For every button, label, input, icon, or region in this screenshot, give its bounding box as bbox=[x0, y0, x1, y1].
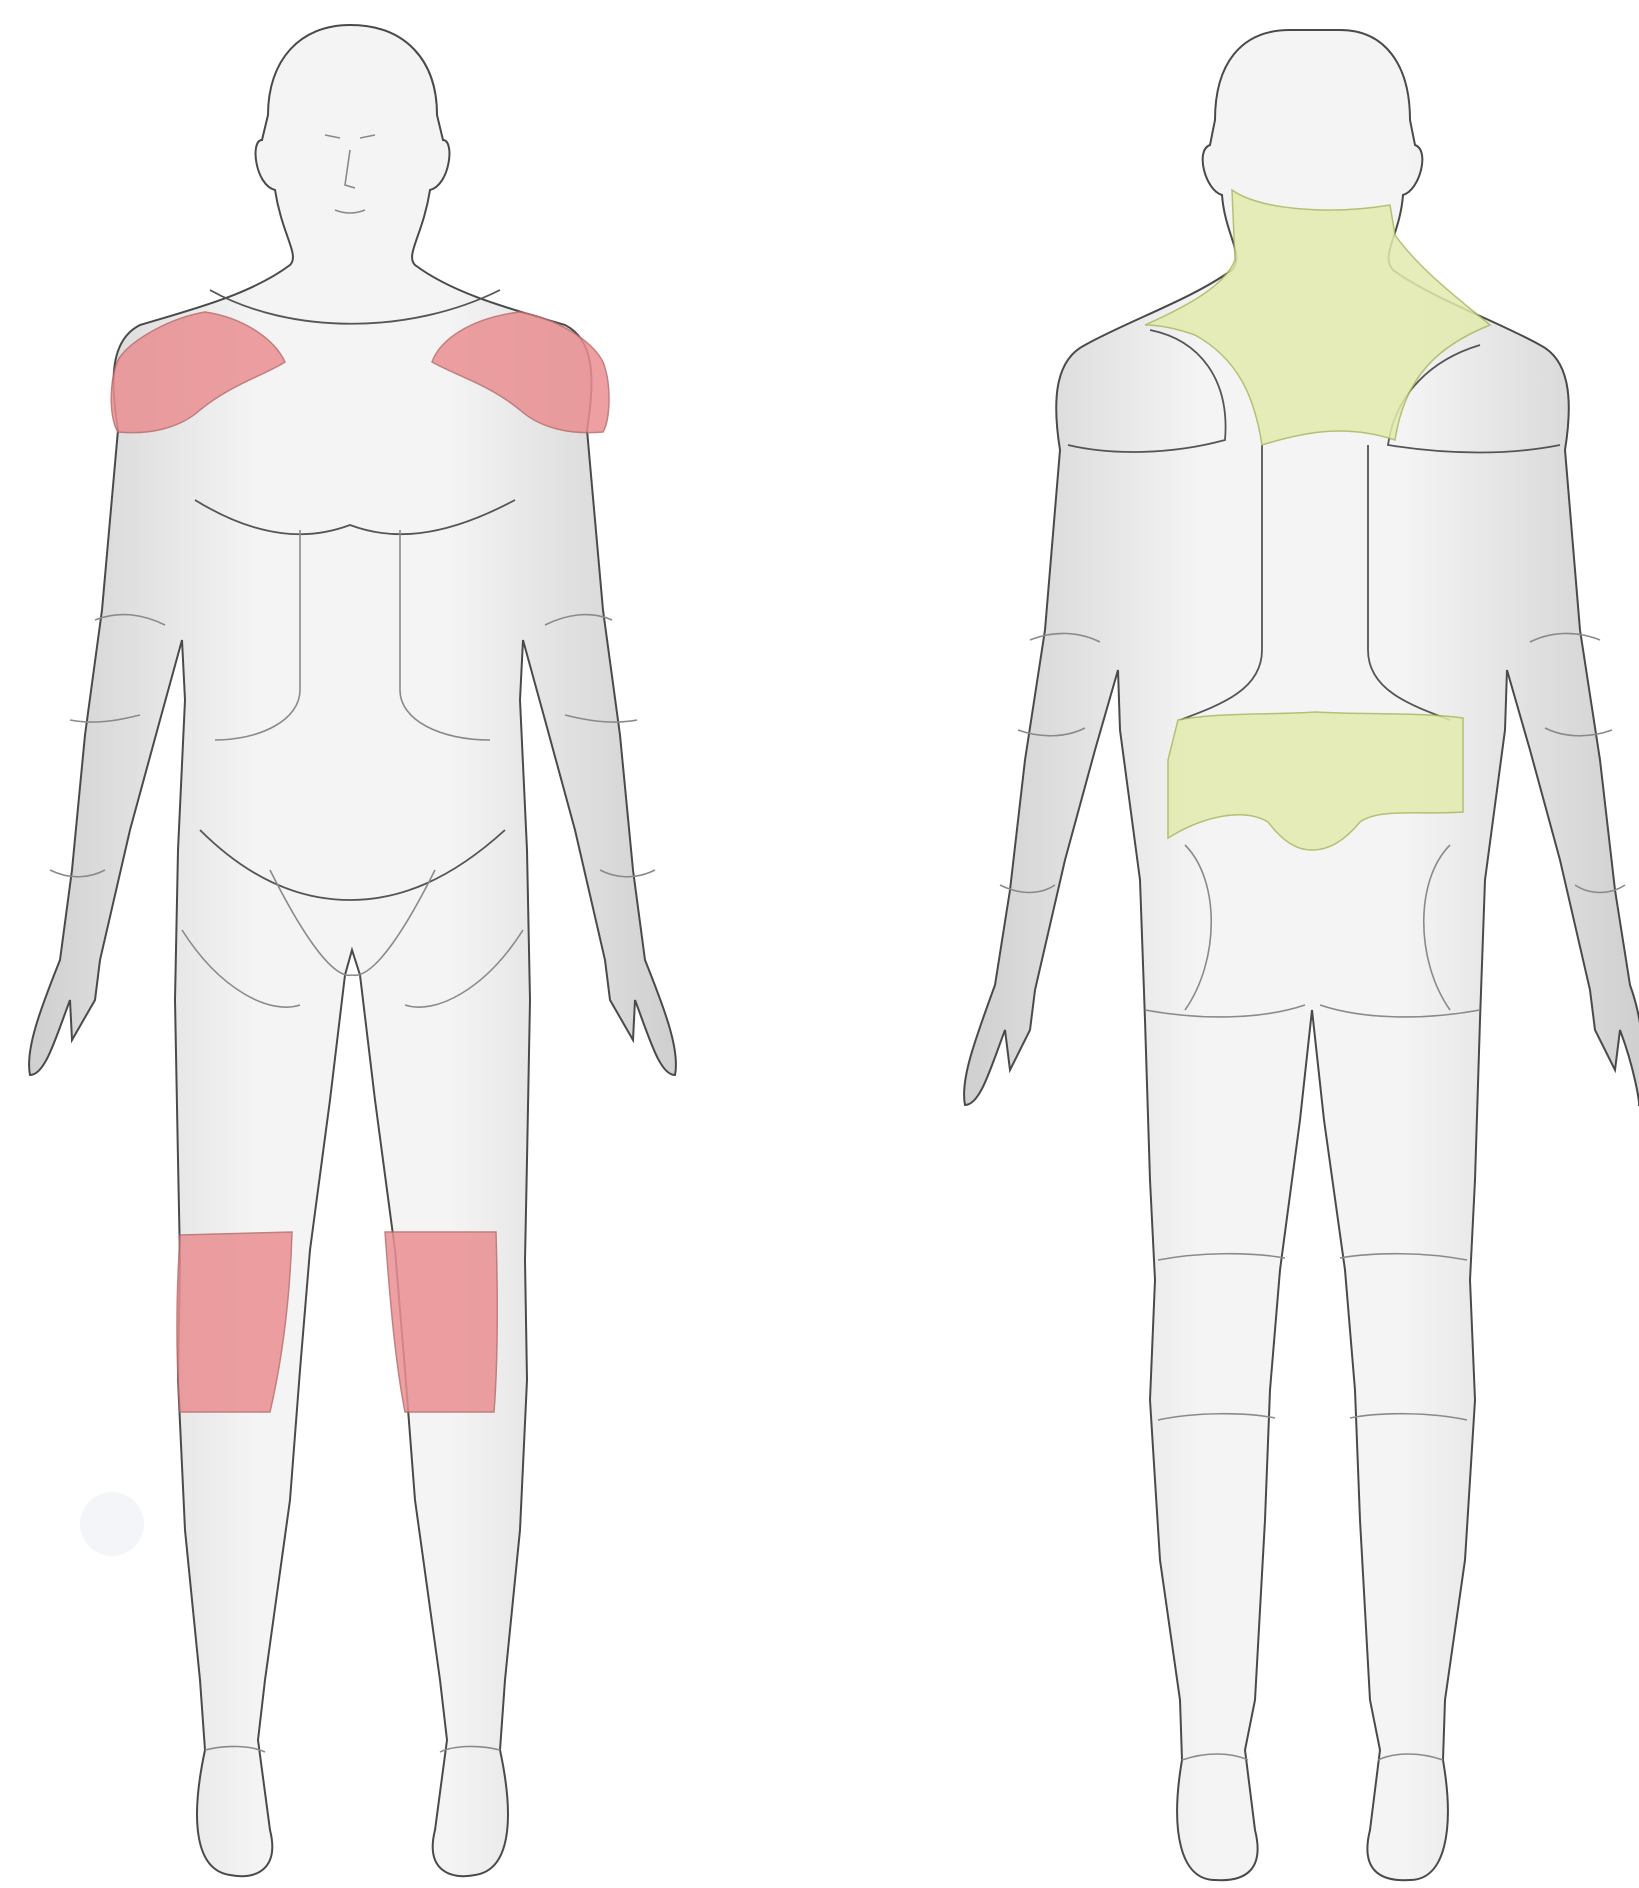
front-knee-right-zone[interactable] bbox=[385, 1232, 497, 1412]
front-figure bbox=[29, 25, 676, 1876]
background-dot bbox=[80, 1492, 144, 1556]
front-knee-left-zone[interactable] bbox=[177, 1232, 292, 1412]
back-figure bbox=[964, 30, 1639, 1880]
front-body-outline bbox=[29, 25, 676, 1876]
